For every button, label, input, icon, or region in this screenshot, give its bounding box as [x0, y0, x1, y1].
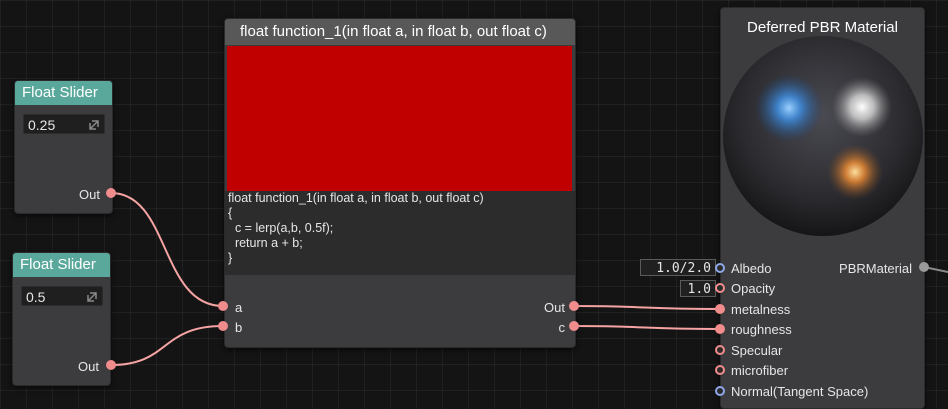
function-preview	[227, 46, 572, 191]
code-line: }	[228, 251, 233, 265]
pbr-input-label-roughness: roughness	[731, 322, 792, 337]
opacity-input-port[interactable]	[715, 283, 725, 293]
output-port-label: Out	[78, 359, 99, 374]
code-line: c = lerp(a,b, 0.5f);	[228, 221, 334, 235]
pbr-input-label-albedo: Albedo	[731, 261, 772, 276]
function-code-editor[interactable]: float function_1(in float a, in float b,…	[225, 191, 575, 275]
pbr-output-label: PBRMaterial	[839, 261, 912, 276]
expand-icon[interactable]	[89, 120, 99, 130]
function-input-port-b[interactable]	[218, 321, 228, 331]
pbr-output-port[interactable]	[919, 262, 929, 272]
wire-slider1-to-a[interactable]	[110, 192, 224, 307]
pbr-material-node[interactable]: Deferred PBR Material	[720, 7, 925, 409]
float-slider-value-field[interactable]: 0.5	[21, 286, 103, 306]
pbr-input-label-specular: Specular	[731, 343, 783, 358]
albedo-default-value[interactable]: 1.0/2.0	[640, 259, 716, 276]
slider2-out-port[interactable]	[106, 360, 116, 370]
pbr-input-label-microfiber: microfiber	[731, 363, 789, 378]
metalness-input-port[interactable]	[715, 304, 725, 314]
pbr-input-label-normal: Normal(Tangent Space)	[731, 384, 869, 399]
float-slider-node-1[interactable]: Float Slider 0.25 Out	[14, 80, 113, 214]
function-node[interactable]: float function_1(in float a, in float b,…	[224, 18, 576, 348]
function-output-port-c[interactable]	[569, 321, 579, 331]
opacity-default-value[interactable]: 1.0	[680, 280, 716, 297]
slider1-out-port[interactable]	[106, 188, 116, 198]
code-line: float function_1(in float a, in float b,…	[228, 191, 484, 205]
specular-input-port[interactable]	[715, 345, 725, 355]
pbr-node-title[interactable]: Deferred PBR Material	[747, 19, 898, 36]
float-slider-title[interactable]: Float Slider	[13, 253, 110, 277]
pbr-input-label-metalness: metalness	[731, 302, 791, 317]
code-line: return a + b;	[228, 236, 303, 250]
wire-slider2-to-b[interactable]	[110, 325, 224, 366]
wire-out-to-metalness[interactable]	[573, 305, 720, 310]
input-label-a: a	[235, 300, 243, 315]
material-preview-sphere	[723, 36, 923, 236]
float-slider-title[interactable]: Float Slider	[15, 81, 112, 105]
normal-input-port[interactable]	[715, 386, 725, 396]
function-node-title[interactable]: float function_1(in float a, in float b,…	[225, 19, 575, 45]
code-line: {	[228, 206, 233, 220]
float-slider-value: 0.25	[28, 117, 56, 133]
output-port-label: Out	[79, 187, 100, 202]
roughness-input-port[interactable]	[715, 324, 725, 334]
function-output-port-out[interactable]	[569, 301, 579, 311]
pbr-input-label-opacity: Opacity	[731, 281, 776, 296]
albedo-input-port[interactable]	[715, 263, 725, 273]
input-label-b: b	[235, 320, 243, 335]
microfiber-input-port[interactable]	[715, 365, 725, 375]
function-input-port-a[interactable]	[218, 301, 228, 311]
output-label-out: Out	[544, 300, 565, 315]
expand-icon[interactable]	[87, 292, 97, 302]
float-slider-node-2[interactable]: Float Slider 0.5 Out	[12, 252, 111, 386]
float-slider-value: 0.5	[26, 289, 46, 305]
output-label-c: c	[558, 320, 566, 335]
wire-c-to-roughness[interactable]	[573, 325, 720, 330]
float-slider-value-field[interactable]: 0.25	[23, 114, 105, 134]
